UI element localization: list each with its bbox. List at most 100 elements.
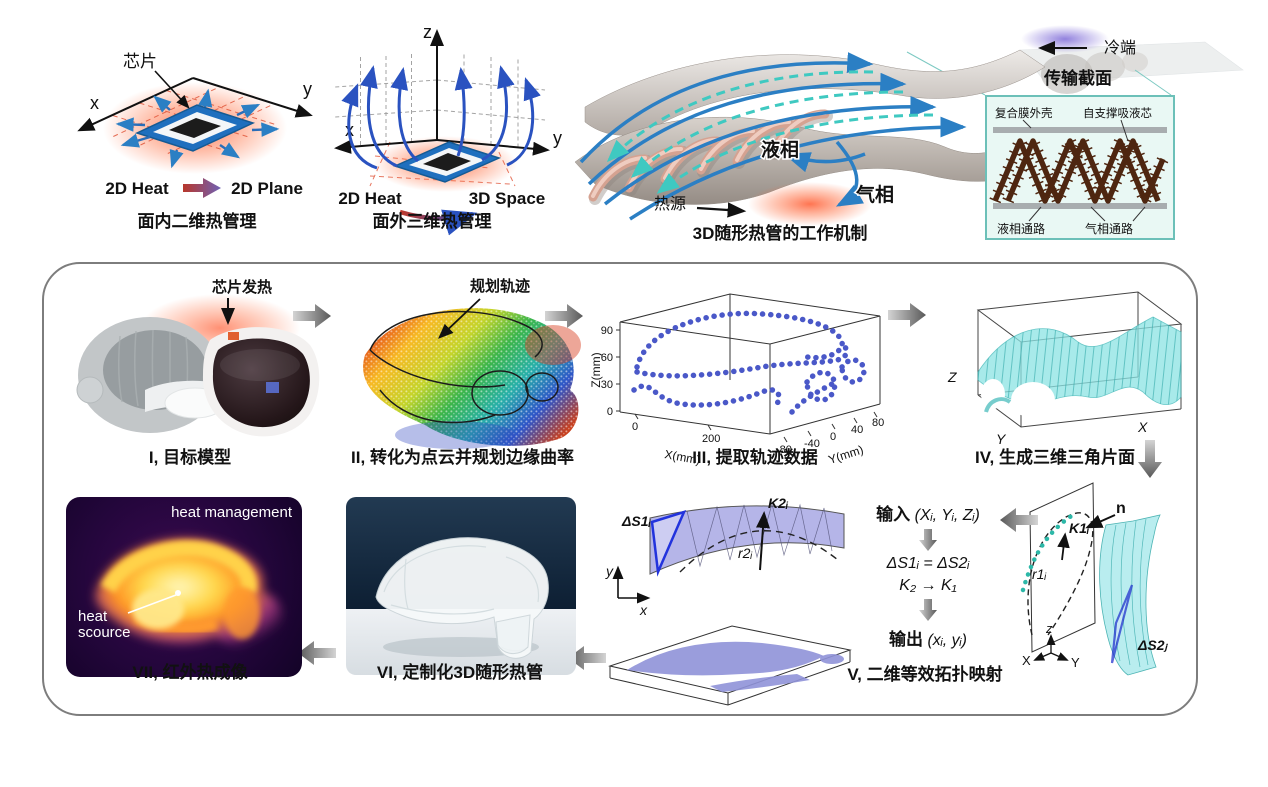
- flow-arrow-left: [298, 641, 336, 665]
- x-axis-line: [77, 77, 194, 132]
- tick-labels: 90 60 30 0 0 200 -80 -40 0 40 80: [601, 325, 885, 456]
- wall-grid: [334, 52, 546, 148]
- wick-truss: [989, 135, 1169, 207]
- chip-blue: [266, 382, 279, 393]
- curvature-dashed-arc: [679, 530, 839, 573]
- svg-text:80: 80: [872, 417, 884, 429]
- heat-source-arrow: [696, 202, 747, 218]
- flow-arrow-left: [1000, 508, 1038, 532]
- svg-text:-40: -40: [804, 438, 820, 450]
- y-axis-line: [436, 139, 550, 156]
- triad: [1033, 634, 1069, 661]
- hotspot: [132, 589, 184, 629]
- panelA-caption: 面内二维热管理: [138, 211, 257, 231]
- wick-label: 自支撑吸液芯: [1083, 106, 1152, 120]
- r1-label: r1ᵢ: [1032, 566, 1046, 582]
- heat-2d-label: 2D Heat: [105, 179, 169, 198]
- formula-eq2: K₂ → K₁: [899, 577, 957, 594]
- svg-text:-80: -80: [776, 444, 792, 456]
- panel-mechanism: 液相 气相 热源 冷端 3D随形热管的工作机制: [574, 25, 1244, 243]
- x-axis-label: x: [639, 602, 648, 618]
- ds1-label: ΔS1ᵢ: [621, 513, 652, 529]
- inset-box: 复合膜外壳 自支撑吸液芯 液相通路 气相通路: [985, 95, 1175, 240]
- y-axis-label: y: [553, 128, 562, 148]
- vapor-label: 气相: [855, 183, 894, 206]
- wick-pointer: [1120, 119, 1129, 142]
- flow-arrow-left: [568, 646, 606, 670]
- heat-to-space-arrow: [399, 209, 478, 236]
- pipe-mask-panel: [495, 614, 531, 654]
- ds2-triangle: [1110, 584, 1134, 664]
- plane-2d-label: 2D Plane: [231, 179, 303, 198]
- svg-text:0: 0: [607, 406, 613, 418]
- formula-eq1: ΔS1ᵢ = ΔS2ᵢ: [886, 555, 970, 572]
- formula-input: 输入 (Xᵢ, Yᵢ, Zᵢ): [876, 500, 980, 525]
- chip-die: [169, 118, 221, 138]
- thermal-render: [95, 538, 283, 647]
- svg-text:40: 40: [851, 424, 863, 436]
- data-bead-trails: [631, 310, 867, 415]
- heat-source-label: 热源: [654, 195, 686, 213]
- step4-triangulated-surface: Z Y X: [947, 291, 1183, 447]
- svg-text:90: 90: [601, 325, 613, 337]
- flat-pattern-dot: [820, 654, 844, 664]
- step6-photo: [346, 497, 576, 675]
- flow-arrow-right: [293, 304, 331, 328]
- step5-cut-plane: K1ᵢ r1ᵢ n ΔS2ⱼ z X Y: [1020, 482, 1169, 676]
- svg-text:200: 200: [702, 433, 720, 445]
- shell-pointer: [1022, 119, 1032, 129]
- svg-text:60: 60: [601, 352, 613, 364]
- step2-caption: II, 转化为点云并规划边缘曲率: [351, 448, 574, 467]
- flat-pattern-main: [627, 641, 824, 676]
- output-vars: (xᵢ, yᵢ): [927, 632, 967, 649]
- step5-caption: V, 二维等效拓扑映射: [847, 665, 1003, 684]
- step7-caption: VII, 红外热成像: [132, 663, 248, 682]
- n-label: n: [1116, 500, 1126, 517]
- ribbon-top: [584, 49, 1046, 136]
- axes-box: [619, 293, 881, 435]
- step5-flattened: K2ᵢ r2ᵢ ΔS1ᵢ y x: [605, 495, 852, 706]
- heat-2d-label: 2D Heat: [338, 189, 402, 208]
- panelC-caption: 3D随形热管的工作机制: [693, 223, 868, 243]
- step3-scatter-plot: 90 60 30 0 0 200 -80 -40 0 40 80 Z(mm) X…: [589, 293, 885, 467]
- strip-hatch: [1110, 518, 1149, 668]
- step6-caption: VI, 定制化3D随形热管: [376, 663, 544, 682]
- x-axis-label: X: [1137, 419, 1148, 435]
- x-axis-label: X(mm): [663, 447, 701, 467]
- shell-label: 复合膜外壳: [995, 106, 1053, 120]
- panelB-caption: 面外三维热管理: [373, 211, 492, 231]
- step3-caption: III, 提取轨迹数据: [692, 448, 818, 467]
- flat-pattern-strip: [710, 674, 810, 692]
- y-axis-label: y: [605, 563, 614, 579]
- output-keyword: 输出: [889, 630, 923, 649]
- surface-arc: [984, 397, 1012, 413]
- k2-arrow: [756, 511, 770, 571]
- liquid-path-pointer: [1028, 206, 1042, 222]
- chip-pointer: [154, 70, 190, 109]
- surface-arch: [981, 379, 1005, 409]
- z-axis-label: Z: [947, 369, 957, 385]
- r2-label: r2ᵢ: [738, 545, 752, 561]
- z-axis-label: z: [423, 22, 432, 42]
- step7-thermal-photo: heat management heat scource: [66, 497, 302, 677]
- space-3d-label: 3D Space: [469, 189, 546, 208]
- hotspot: [224, 587, 260, 639]
- y-axis-label: Y: [996, 431, 1007, 447]
- panel-2d-heat: 芯片 x y 2D Heat 2D Plane 面内二维热管理: [77, 52, 313, 231]
- liquid-path-label: 液相通路: [997, 221, 1045, 236]
- ds2-label: ΔS2ⱼ: [1137, 637, 1169, 653]
- cloud-dots: [363, 308, 579, 446]
- inset-drawing: 复合膜外壳 自支撑吸液芯 液相通路 气相通路: [989, 106, 1169, 236]
- goggle-glass: [212, 338, 310, 428]
- k2-label: K2ᵢ: [768, 495, 789, 511]
- plane: [1029, 482, 1096, 653]
- rise-arrows: [341, 65, 541, 170]
- y-axis-label: y: [303, 79, 312, 99]
- flow-arrow-down: [1138, 440, 1162, 478]
- cloud-blue-patch: [395, 421, 515, 449]
- trajectory-pointer: [438, 298, 481, 339]
- n-arrow: [1085, 514, 1116, 529]
- trajectory-outline: [369, 310, 559, 424]
- flow-arrow-right: [545, 304, 583, 328]
